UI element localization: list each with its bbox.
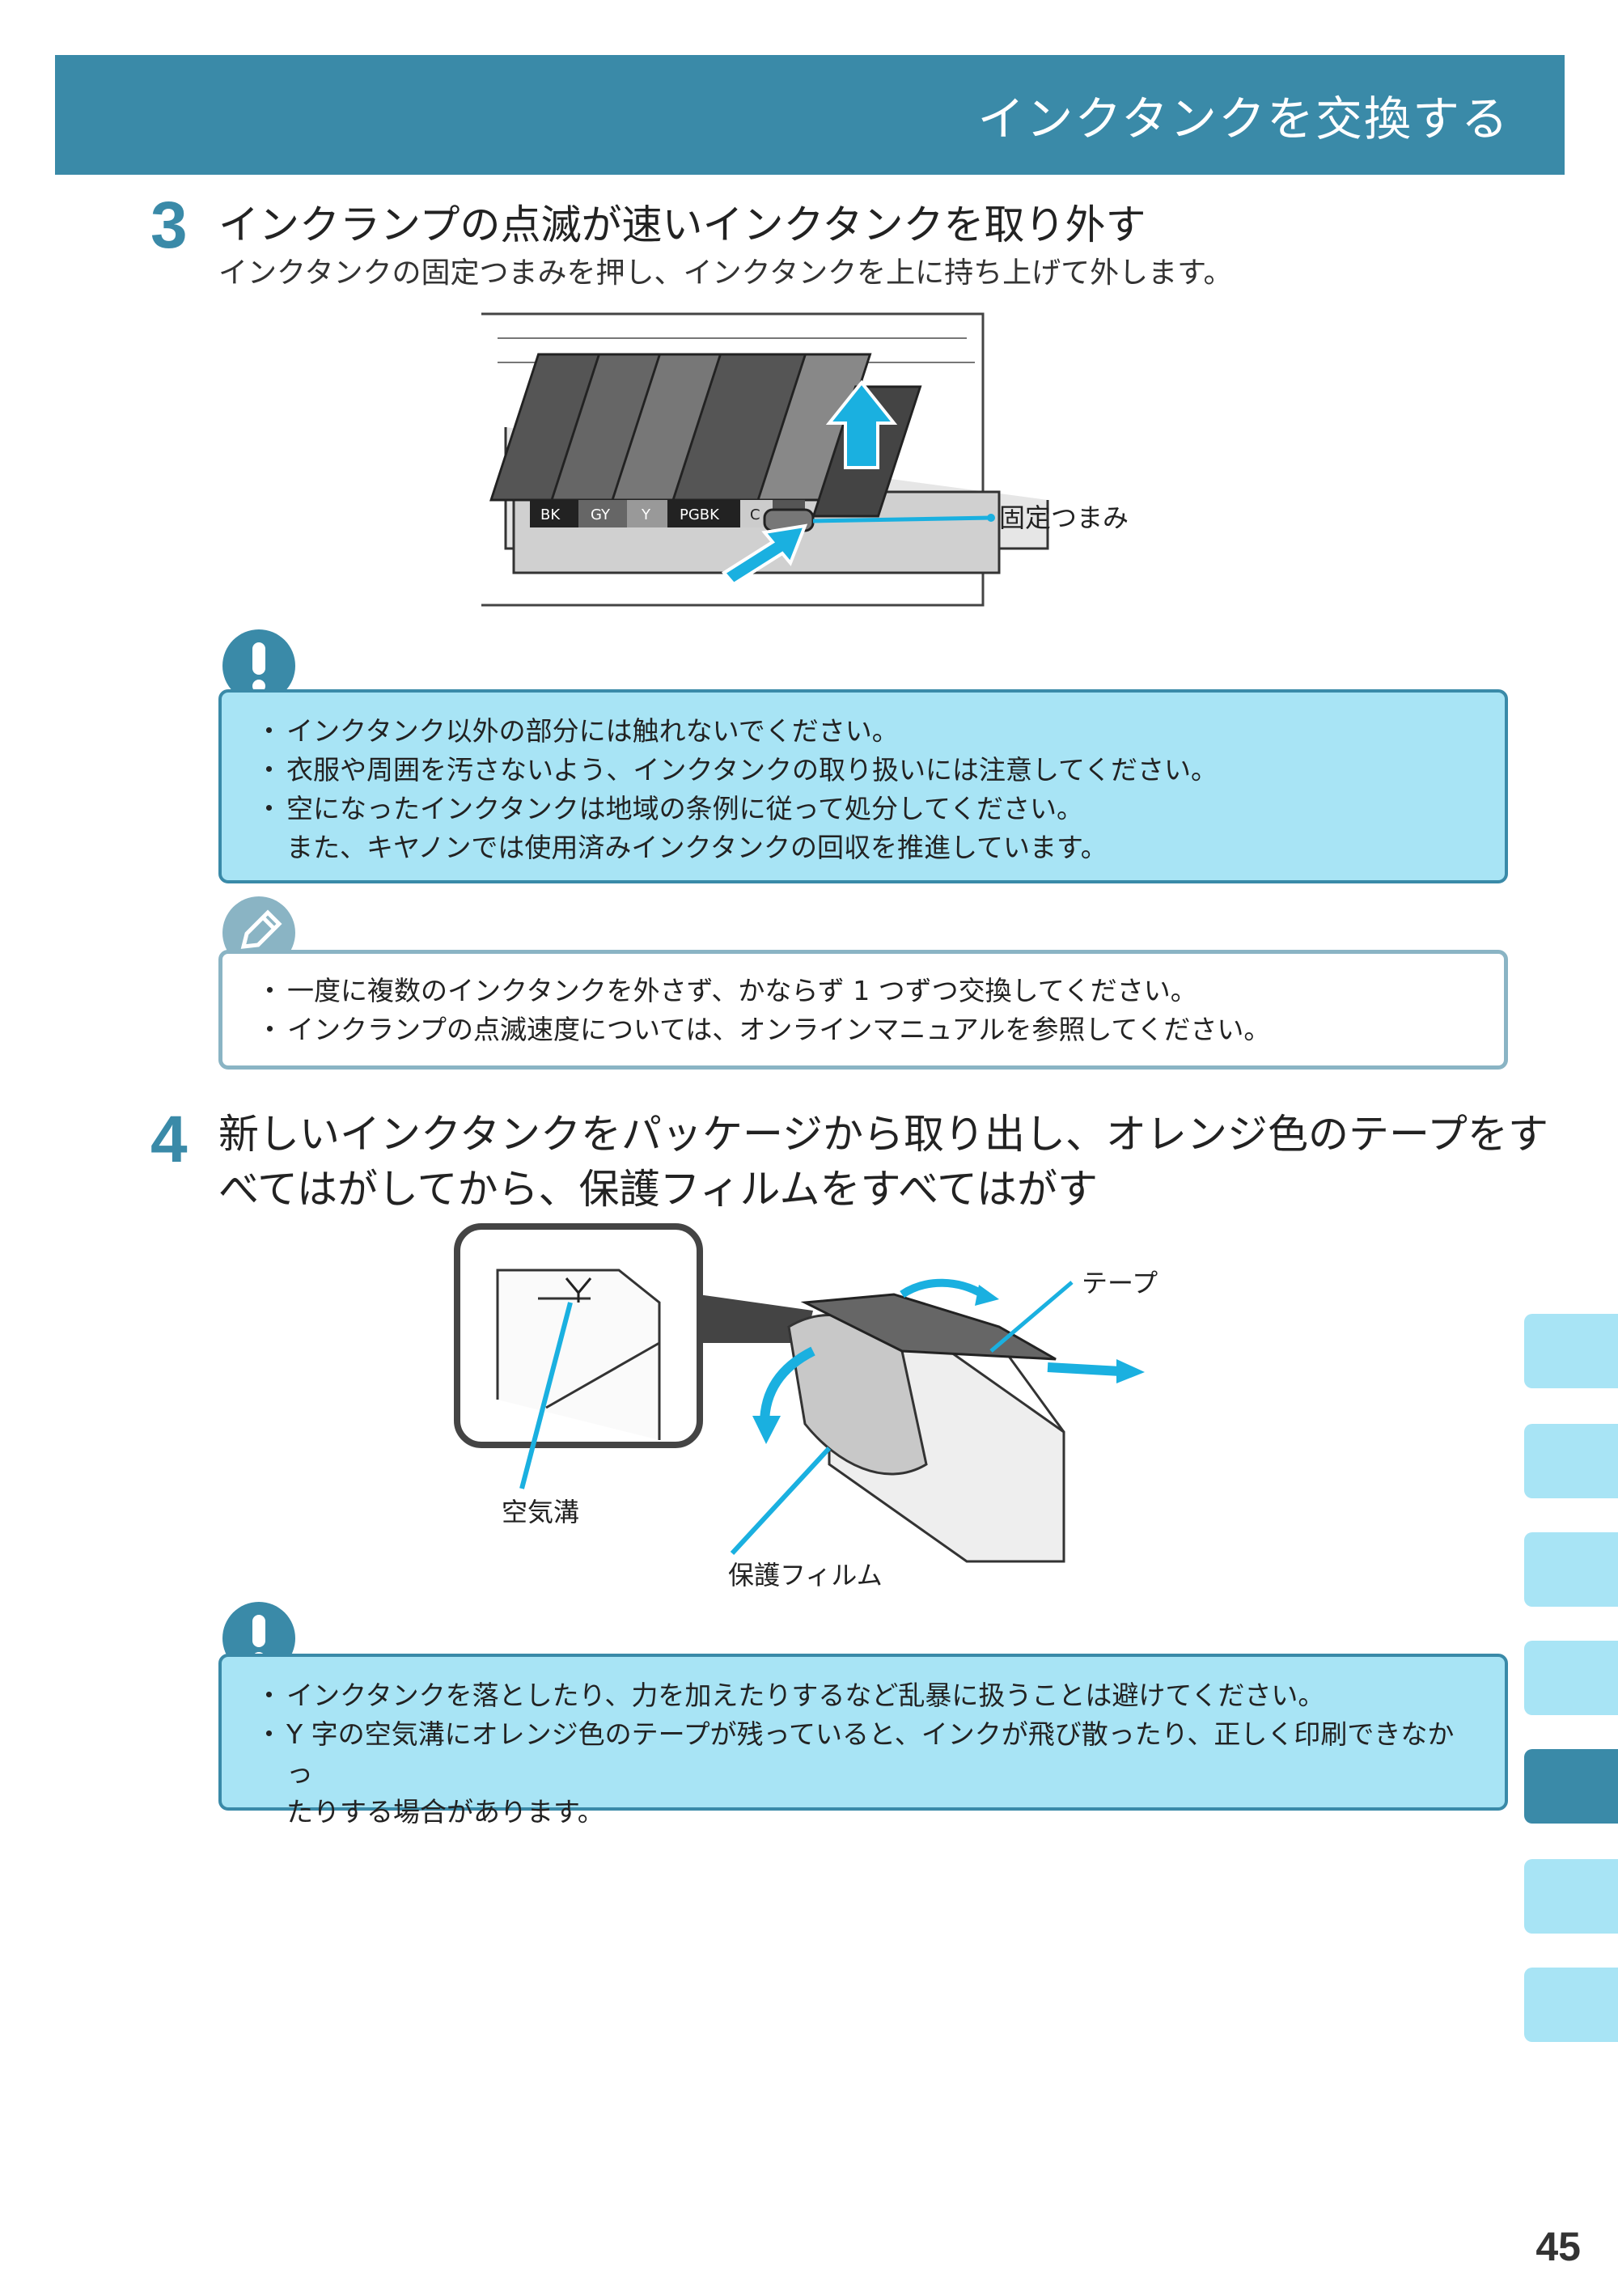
orange-tape bbox=[800, 1293, 1057, 1361]
lift-arrow-icon bbox=[825, 379, 898, 469]
step-number-3: 3 bbox=[150, 189, 188, 262]
protective-film-label: 保護フィルム bbox=[728, 1560, 883, 1591]
tape-label: テープ bbox=[1082, 1268, 1158, 1298]
list-item-continuation: たりする場合があります。 bbox=[262, 1793, 1480, 1832]
tank-label-y: Y bbox=[641, 506, 651, 523]
tank-label-bk: BK bbox=[540, 506, 561, 523]
tank-label-gy: GY bbox=[591, 506, 611, 523]
list-item: Y 字の空気溝にオレンジ色のテープが残っていると、インクが飛び散ったり、正しく印… bbox=[256, 1715, 1480, 1793]
page-title: インクタンクを交換する bbox=[977, 91, 1510, 146]
air-groove-label: 空気溝 bbox=[502, 1497, 579, 1527]
side-tab-1[interactable] bbox=[1524, 1314, 1618, 1388]
tape-removal-figure: テープ 空気溝 保護フィルム bbox=[454, 1223, 1158, 1591]
warning-box-2: インクタンクを落としたり、力を加えたりするなど乱暴に扱うことは避けてください。 … bbox=[218, 1654, 1508, 1828]
step-4-heading-line-1: 新しいインクタンクをパッケージから取り出し、オレンジ色のテープをす bbox=[218, 1111, 1548, 1158]
tank-label-c: C bbox=[750, 506, 760, 523]
rotate-arrow-icon bbox=[975, 1285, 999, 1306]
ink-tank-removal-figure: BK GY Y PGBK C M 固定つまみ bbox=[481, 306, 1145, 629]
list-item-continuation: また、キヤノンでは使用済みインクタンクの回収を推進しています。 bbox=[262, 828, 1480, 867]
step-3-heading: インクランプの点滅が速いインクタンクを取り外す bbox=[218, 201, 1146, 248]
warning-box-1: インクタンク以外の部分には触れないでください。 衣服や周囲を汚さないよう、インク… bbox=[218, 689, 1508, 883]
step-3-subtext: インクタンクの固定つまみを押し、インクタンクを上に持ち上げて外します。 bbox=[218, 256, 1233, 290]
tank-label-pgbk: PGBK bbox=[680, 506, 720, 523]
step-number-4: 4 bbox=[150, 1103, 188, 1176]
side-tab-4[interactable] bbox=[1524, 1641, 1618, 1715]
y-groove-icon bbox=[565, 1277, 592, 1303]
list-item: 空になったインクタンクは地域の条例に従って処分してください。 bbox=[256, 790, 1480, 828]
header-bar: インクタンクを交換する bbox=[55, 55, 1565, 175]
side-tab-2[interactable] bbox=[1524, 1424, 1618, 1498]
peel-arrow-icon bbox=[752, 1416, 781, 1444]
push-arrow-icon bbox=[721, 523, 808, 587]
pull-arrow-icon bbox=[1116, 1359, 1145, 1383]
page-number: 45 bbox=[1535, 2224, 1581, 2269]
step-4-heading-line-2: べてはがしてから、保護フィルムをすべてはがす bbox=[218, 1166, 1098, 1213]
note-box-1: 一度に複数のインクタンクを外さず、かならず 1 つずつ交換してください。 インク… bbox=[218, 950, 1508, 1070]
side-tab-7[interactable] bbox=[1524, 1968, 1618, 2042]
list-item: 一度に複数のインクタンクを外さず、かならず 1 つずつ交換してください。 bbox=[256, 972, 1480, 1010]
list-item: 衣服や周囲を汚さないよう、インクタンクの取り扱いには注意してください。 bbox=[256, 751, 1480, 790]
list-item: インクタンク以外の部分には触れないでください。 bbox=[256, 712, 1480, 751]
list-item: インクランプの点滅速度については、オンラインマニュアルを参照してください。 bbox=[256, 1010, 1480, 1049]
list-item-continuation-text: たりする場合があります。 bbox=[286, 1796, 604, 1828]
list-item-continuation-text: また、キヤノンでは使用済みインクタンクの回収を推進しています。 bbox=[286, 832, 1108, 863]
ink-tanks bbox=[489, 353, 922, 518]
side-tab-5-active[interactable] bbox=[1524, 1749, 1618, 1824]
list-item: インクタンクを落としたり、力を加えたりするなど乱暴に扱うことは避けてください。 bbox=[256, 1676, 1480, 1715]
lock-tab-label: 固定つまみ bbox=[999, 502, 1129, 533]
side-tab-3[interactable] bbox=[1524, 1532, 1618, 1607]
side-tab-6[interactable] bbox=[1524, 1859, 1618, 1934]
